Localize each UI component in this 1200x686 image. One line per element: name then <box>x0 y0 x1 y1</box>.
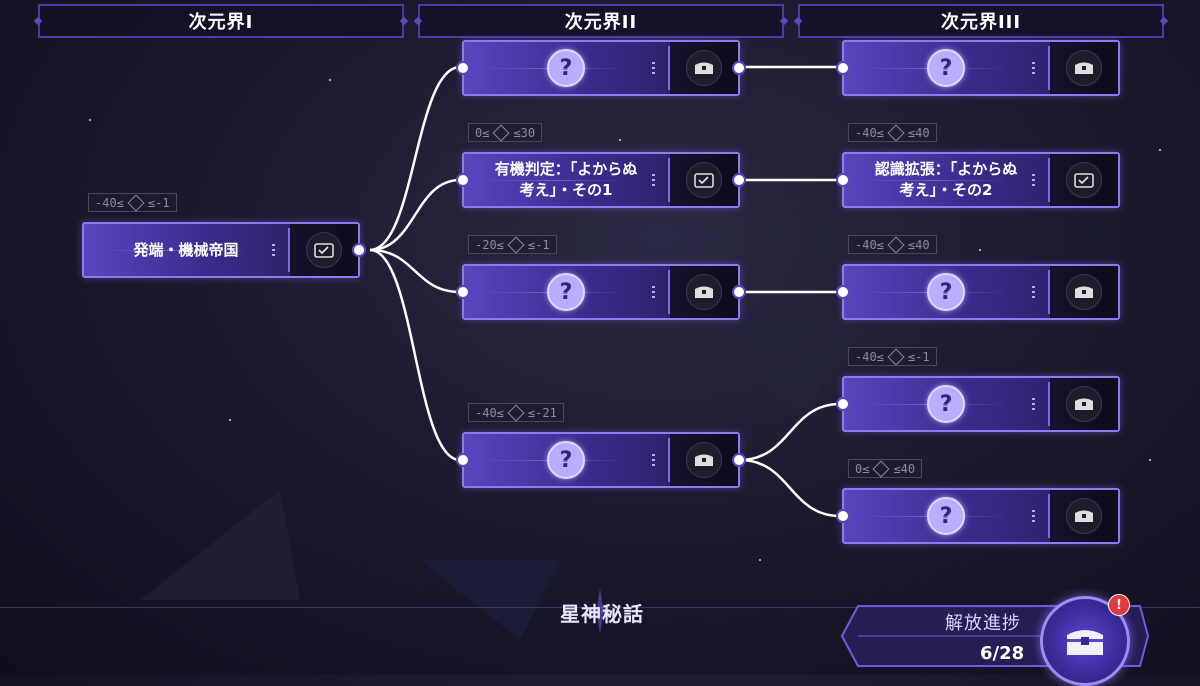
condition-tag: -40≤≤40 <box>848 123 937 142</box>
gem-icon <box>507 236 525 253</box>
story-node-c2-4[interactable]: ? <box>456 432 746 488</box>
connector-dot <box>456 285 470 299</box>
progress-label: 解放進捗 <box>945 613 1021 634</box>
story-node-root[interactable]: 発端・機械帝国 <box>82 222 366 278</box>
chest-icon <box>686 442 722 478</box>
chest-icon <box>1066 498 1102 534</box>
condition-tag: -20≤≤-1 <box>468 235 557 254</box>
connector-dot <box>836 285 850 299</box>
more-icon <box>1032 510 1035 524</box>
chest-icon <box>686 50 722 86</box>
more-icon <box>652 174 655 188</box>
question-icon: ? <box>547 49 585 87</box>
story-node-c2-2[interactable]: 有機判定：「よからぬ 考え」・その1 <box>456 152 746 208</box>
story-node-c3-3[interactable]: ? <box>836 264 1120 320</box>
reward-slot[interactable] <box>1050 378 1118 430</box>
condition-tag: -40≤≤-1 <box>848 347 937 366</box>
story-node-c3-2[interactable]: 認識拡張：「よからぬ 考え」・その2 <box>836 152 1120 208</box>
reward-slot[interactable] <box>670 154 738 206</box>
column-header-1: 次元界I <box>38 4 404 38</box>
question-icon: ? <box>547 441 585 479</box>
gem-icon <box>887 124 905 141</box>
question-icon: ? <box>927 273 965 311</box>
reward-slot[interactable] <box>1050 266 1118 318</box>
connector-dot <box>732 61 746 75</box>
condition-tag: 0≤≤30 <box>468 123 543 142</box>
alert-badge: ! <box>1108 594 1130 616</box>
node-title: 認識拡張：「よからぬ 考え」・その2 <box>874 160 1018 199</box>
condition-tag: -40≤≤-21 <box>468 403 564 422</box>
chest-icon <box>1066 274 1102 310</box>
more-icon <box>652 62 655 76</box>
reward-slot[interactable] <box>670 42 738 94</box>
more-icon <box>652 454 655 468</box>
connector-dot <box>732 173 746 187</box>
question-icon: ? <box>927 49 965 87</box>
question-icon: ? <box>927 385 965 423</box>
column-header-2: 次元界II <box>418 4 784 38</box>
more-icon <box>1032 398 1035 412</box>
story-node-c3-5[interactable]: ? <box>836 488 1120 544</box>
condition-tag: -40≤≤-1 <box>88 193 177 212</box>
node-title: 発端・機械帝国 <box>133 240 239 259</box>
node-title: 有機判定：「よからぬ 考え」・その1 <box>494 160 638 199</box>
connector-dot <box>836 509 850 523</box>
reward-slot[interactable] <box>290 224 358 276</box>
more-icon <box>1032 174 1035 188</box>
gem-icon <box>492 124 510 141</box>
question-icon: ? <box>547 273 585 311</box>
reward-chest-button[interactable] <box>1040 596 1130 686</box>
connector-dot <box>836 173 850 187</box>
question-icon: ? <box>927 497 965 535</box>
more-icon <box>272 244 275 258</box>
story-node-c3-4[interactable]: ? <box>836 376 1120 432</box>
connector-dot <box>836 397 850 411</box>
gem-icon <box>887 236 905 253</box>
progress-value: 6/28 <box>980 643 1025 664</box>
more-icon <box>1032 62 1035 76</box>
gem-icon <box>872 460 890 477</box>
chest-icon <box>1066 50 1102 86</box>
reward-slot[interactable] <box>1050 42 1118 94</box>
chest-icon <box>1066 386 1102 422</box>
connector-dot <box>352 243 366 257</box>
connector-dot <box>456 173 470 187</box>
more-icon <box>652 286 655 300</box>
story-node-c2-3[interactable]: ? <box>456 264 746 320</box>
more-icon <box>1032 286 1035 300</box>
connector-dot <box>456 61 470 75</box>
connector-dot <box>836 61 850 75</box>
chest-icon <box>686 274 722 310</box>
checked-chest-icon <box>306 232 342 268</box>
chest-icon <box>1067 630 1103 655</box>
footer-title: 星神秘話 <box>560 602 644 626</box>
gem-icon <box>507 404 525 421</box>
checked-chest-icon <box>686 162 722 198</box>
connector-dot <box>456 453 470 467</box>
column-header-3: 次元界III <box>798 4 1164 38</box>
gem-icon <box>127 194 145 211</box>
reward-slot[interactable] <box>1050 490 1118 542</box>
condition-tag: -40≤≤40 <box>848 235 937 254</box>
connector-dot <box>732 453 746 467</box>
condition-tag: 0≤≤40 <box>848 459 923 478</box>
story-node-c2-1[interactable]: ? <box>456 40 746 96</box>
checked-chest-icon <box>1066 162 1102 198</box>
reward-slot[interactable] <box>1050 154 1118 206</box>
connector-dot <box>732 285 746 299</box>
story-node-c3-1[interactable]: ? <box>836 40 1120 96</box>
gem-icon <box>887 348 905 365</box>
reward-slot[interactable] <box>670 266 738 318</box>
reward-slot[interactable] <box>670 434 738 486</box>
